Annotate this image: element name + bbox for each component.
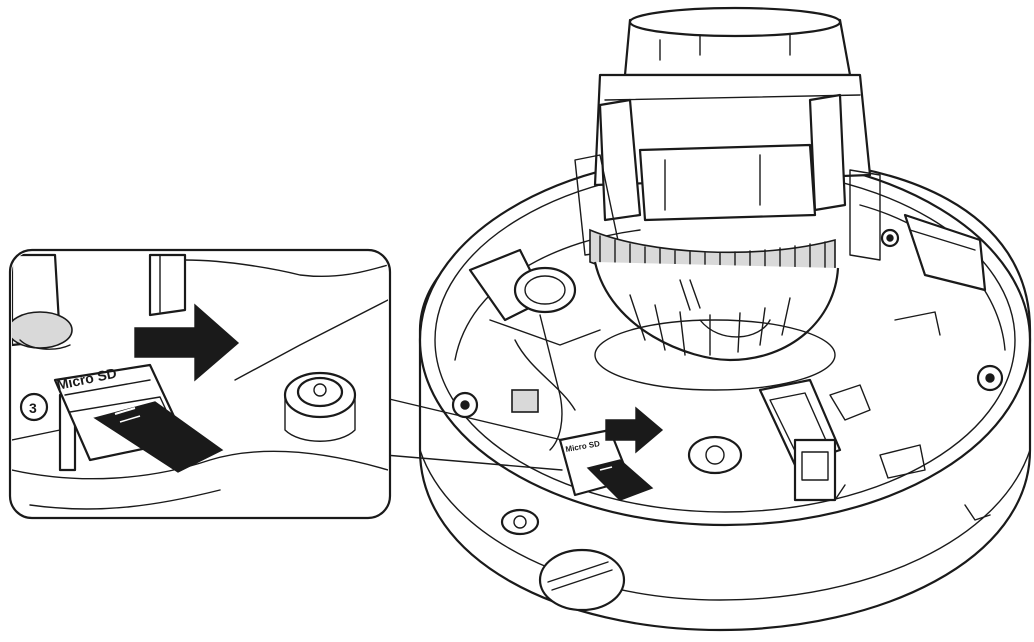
callout-number: 3 (29, 400, 37, 416)
screw-hole-right (976, 364, 1004, 392)
cable-gland (538, 548, 626, 612)
microsd-card-icon (93, 401, 224, 473)
left-inner-parts (468, 248, 601, 451)
lens-module (574, 6, 881, 391)
callout-connector (384, 397, 563, 471)
screw-hole-top-right (880, 228, 900, 248)
arrow-right-icon (134, 303, 240, 382)
right-bracket (829, 213, 987, 479)
screw-hole-center (687, 435, 743, 475)
camera-body: Micro SD (418, 153, 1032, 632)
network-connector (758, 378, 846, 502)
zoom-callout: Micro SD 3 (8, 248, 392, 520)
screw-hole-left (451, 391, 479, 419)
callout-number-circle (19, 392, 49, 422)
microsd-card-main (586, 459, 654, 501)
screw-hole-bottom (500, 508, 540, 536)
arrow-right-icon (605, 406, 664, 454)
